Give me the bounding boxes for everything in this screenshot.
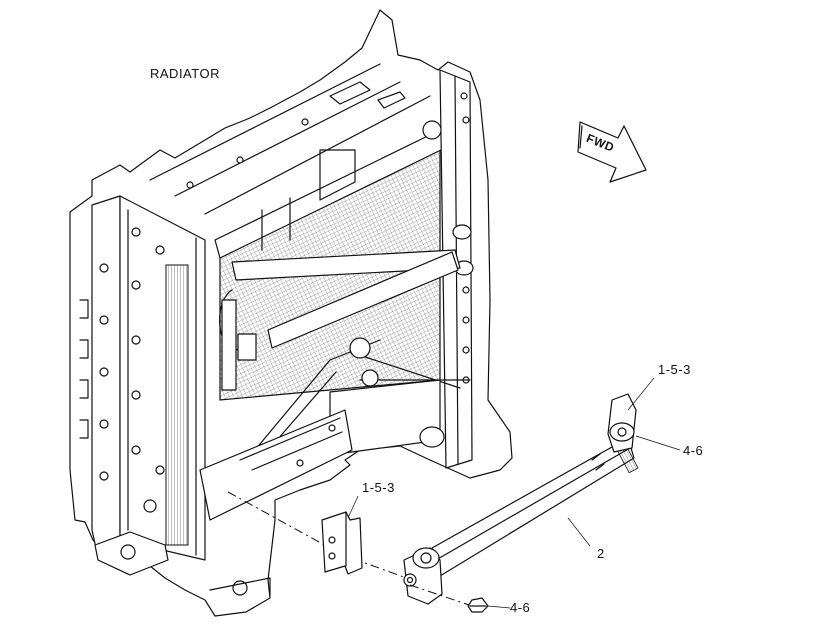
leader-top-bracket [627, 377, 655, 411]
leader-bracket-lower [347, 495, 359, 519]
part-2-label: 2 [597, 546, 605, 561]
part-1-5-3-mid-label: 1-5-3 [362, 480, 395, 495]
bracket-lower [321, 511, 363, 575]
assembly-centerline [227, 491, 331, 549]
right-post-holes [460, 92, 470, 384]
left-rail-holes [99, 227, 165, 481]
part-4-6-bottom-label: 4-6 [510, 600, 531, 615]
part-4-6-top-label: 4-6 [683, 443, 704, 458]
fwd-arrow-icon [577, 121, 647, 183]
leader-top-bolt [635, 435, 681, 451]
bolt-bottom [409, 584, 489, 613]
radiator-assembly [69, 9, 513, 617]
leader-bottom-bolt [487, 605, 511, 609]
strut-brace [403, 393, 639, 605]
radiator-label: RADIATOR [150, 66, 220, 81]
leader-strut [567, 517, 591, 547]
part-1-5-3-top-label: 1-5-3 [658, 362, 691, 377]
